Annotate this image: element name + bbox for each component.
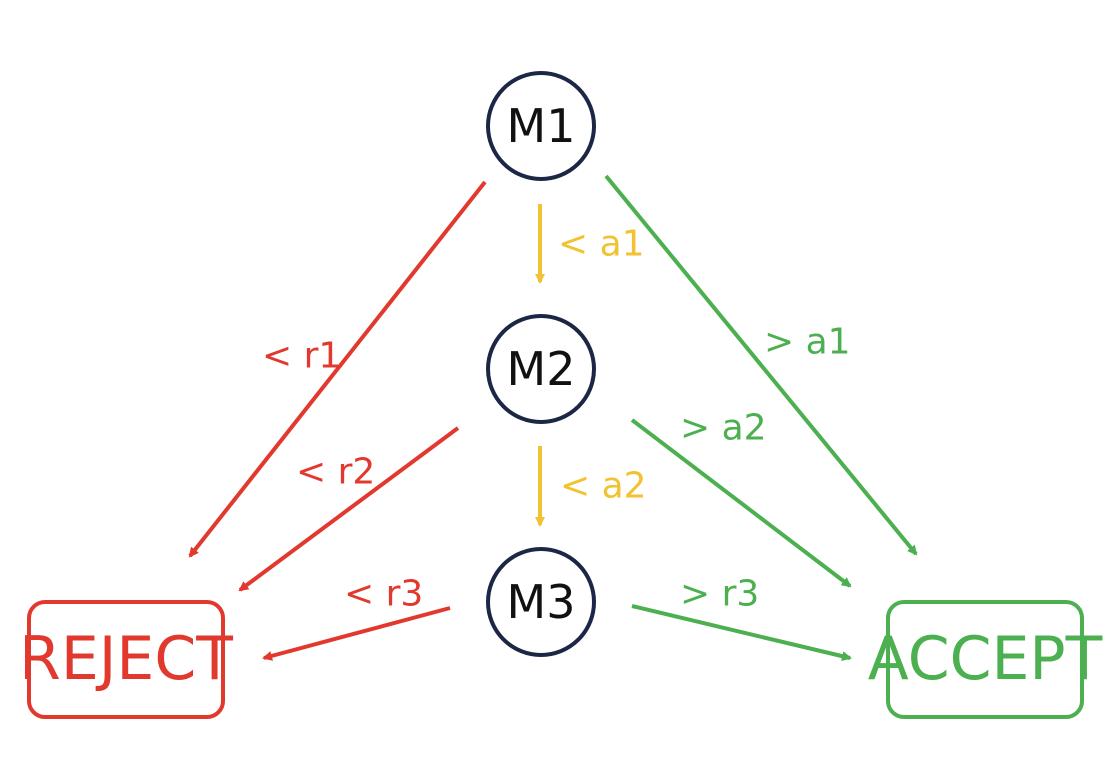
accept-label: ACCEPT [868, 624, 1103, 694]
edge-label-m1-accept: > a1 [764, 322, 851, 363]
node-m1: M1 [486, 71, 596, 181]
node-m2-circle [486, 314, 596, 424]
edge-m1-reject [188, 180, 487, 558]
reject-terminal: REJECT [19, 600, 233, 719]
edges [188, 174, 918, 662]
edge-label-m1-m2: < a1 [558, 224, 645, 265]
edge-m2-accept [630, 418, 852, 588]
accept-box [886, 600, 1084, 719]
edge-labels: < a1 < a2 < r1 < r2 < r3 > a1 > a2 > r3 [262, 224, 851, 615]
edge-m3-accept [631, 604, 852, 662]
edge-label-m2-m3: < a2 [560, 466, 647, 507]
reject-box [27, 600, 225, 719]
reject-label: REJECT [19, 624, 233, 694]
edge-m3-reject [262, 606, 451, 661]
edge-label-m2-accept: > a2 [680, 408, 767, 449]
edge-label-m1-reject: < r1 [262, 336, 341, 377]
accept-terminal: ACCEPT [868, 600, 1103, 719]
edge-m2-reject [238, 426, 460, 592]
node-m3-label: M3 [507, 575, 576, 629]
edge-label-m3-accept: > r3 [680, 574, 759, 615]
node-m3: M3 [486, 547, 596, 657]
node-m2-label: M2 [507, 342, 576, 396]
edge-label-m3-reject: < r3 [344, 574, 423, 615]
node-m1-circle [486, 71, 596, 181]
edge-label-m2-reject: < r2 [296, 452, 375, 493]
node-m2: M2 [486, 314, 596, 424]
node-m3-circle [486, 547, 596, 657]
node-m1-label: M1 [507, 99, 576, 153]
edge-m1-accept [604, 174, 918, 556]
